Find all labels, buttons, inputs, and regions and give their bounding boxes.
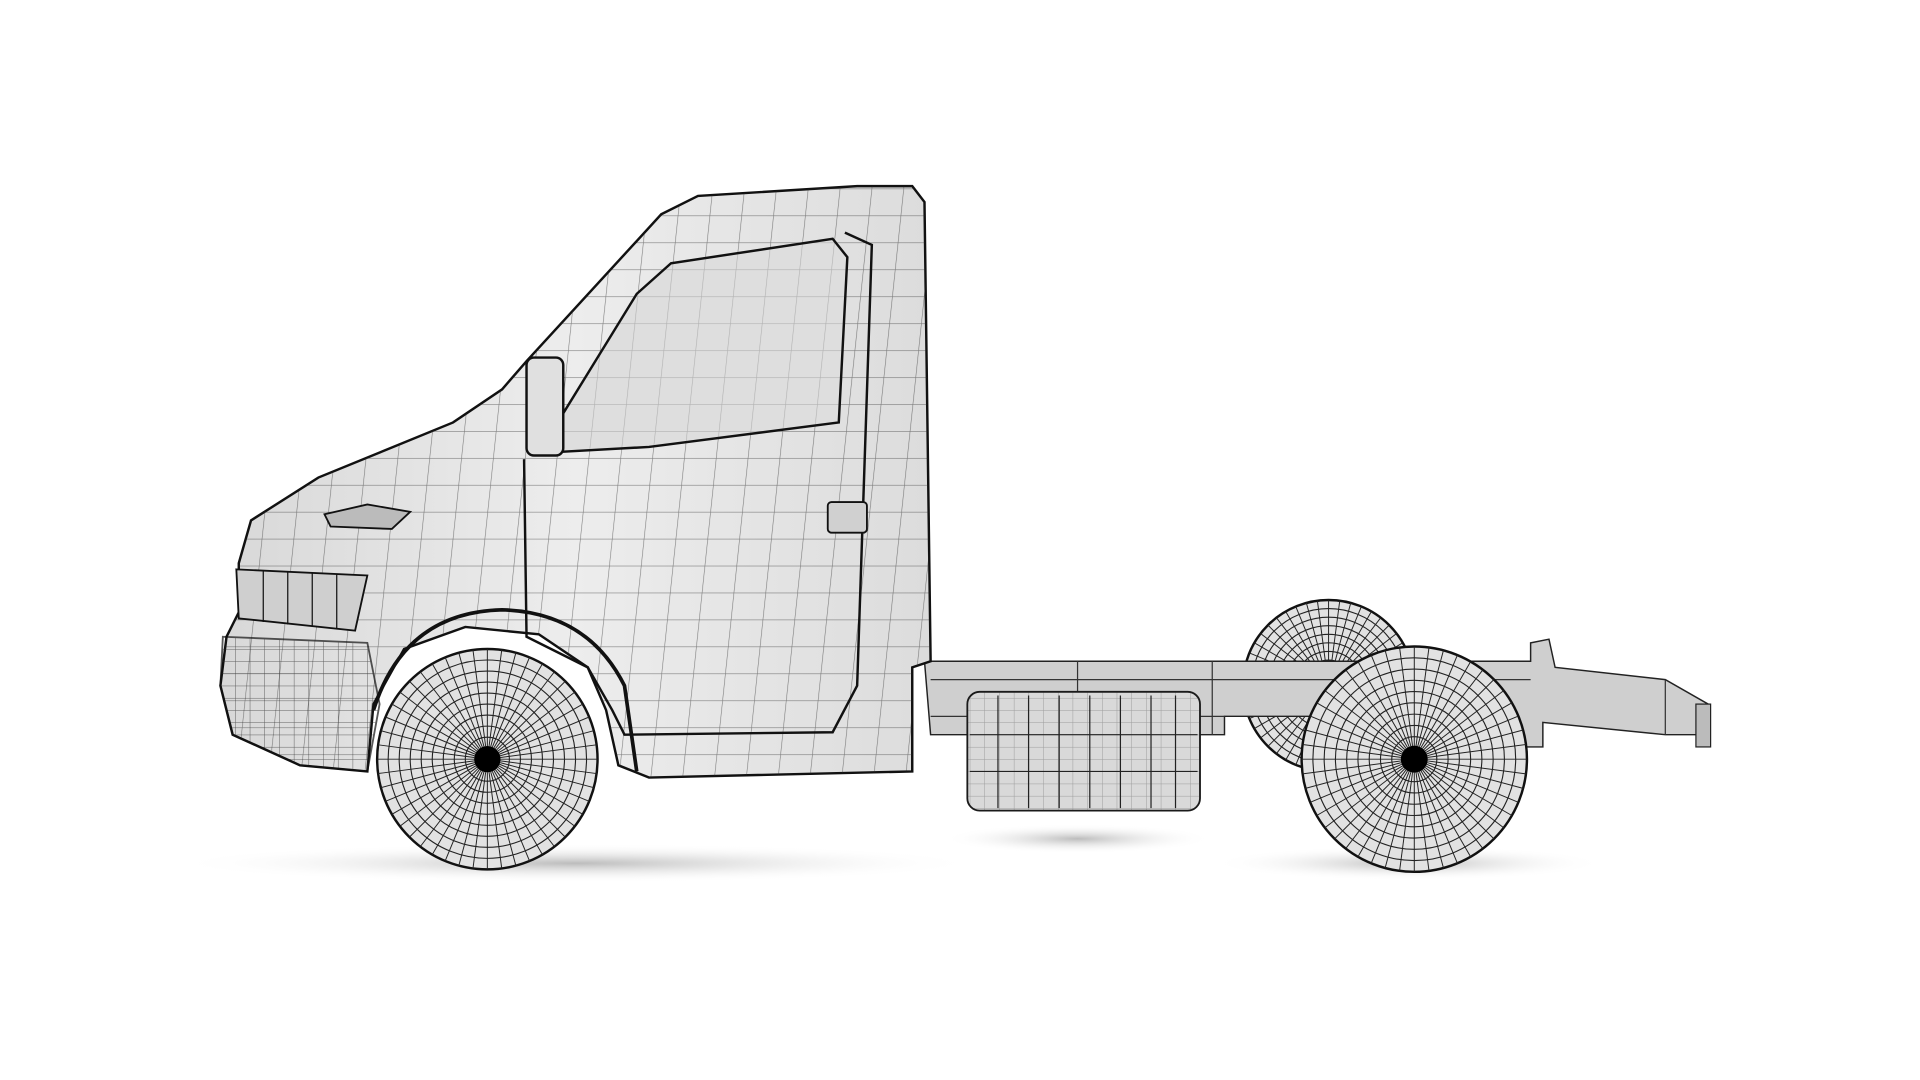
front-wheel [375,647,599,871]
headlight [323,503,413,530]
grille [235,568,369,632]
side-mirror [525,356,565,457]
rear-outer-wheel [1300,645,1529,874]
hub [1400,745,1428,773]
door-handle [826,501,868,534]
cab-body [219,184,932,779]
front-bumper [219,635,381,773]
fuel-tank [966,690,1201,812]
wheel-arch [371,607,639,772]
ground-shadow [171,824,1605,883]
hub [474,745,501,773]
